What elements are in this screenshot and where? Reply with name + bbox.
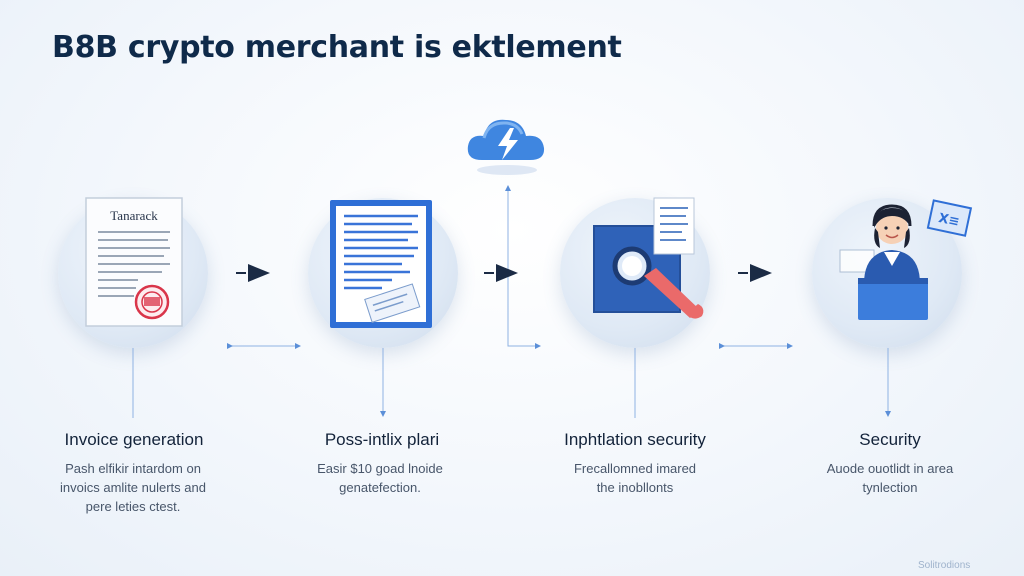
step-3-title: Inphtlation security (564, 430, 706, 449)
step-3-description: Frecallomned imared the inobllonts (573, 461, 697, 495)
invoice-doc-heading: Tanarack (110, 208, 158, 223)
step-2-description: Easir $10 goad lnoide genatefection. (317, 461, 443, 495)
play-arrow-icon (484, 264, 518, 282)
page-title: B8B crypto merchant is ektlement (52, 30, 622, 65)
step-1-description: Pash elfikir intardom on invoics amlite … (60, 461, 206, 514)
cloud-elbow-connector (507, 190, 541, 349)
contract-document-icon (330, 200, 432, 328)
watermark-text: Solitrodions (918, 560, 971, 571)
step-2-title: Poss-intlix plari (324, 430, 440, 449)
magnifier-security-icon (593, 197, 704, 319)
step-4-title: Security (859, 430, 921, 449)
play-arrow-icon (236, 264, 270, 282)
step-4-description: Auode ouotlidt in area tynlection (826, 461, 954, 495)
cloud-lightning-icon (467, 119, 545, 175)
invoice-document-icon: Tanarack (85, 197, 183, 327)
step-1-title: Invoice generation (64, 430, 204, 449)
play-arrow-icon (738, 264, 772, 282)
step-4-badge-text: X≡ (937, 211, 961, 230)
support-agent-icon: X≡ (839, 199, 973, 320)
